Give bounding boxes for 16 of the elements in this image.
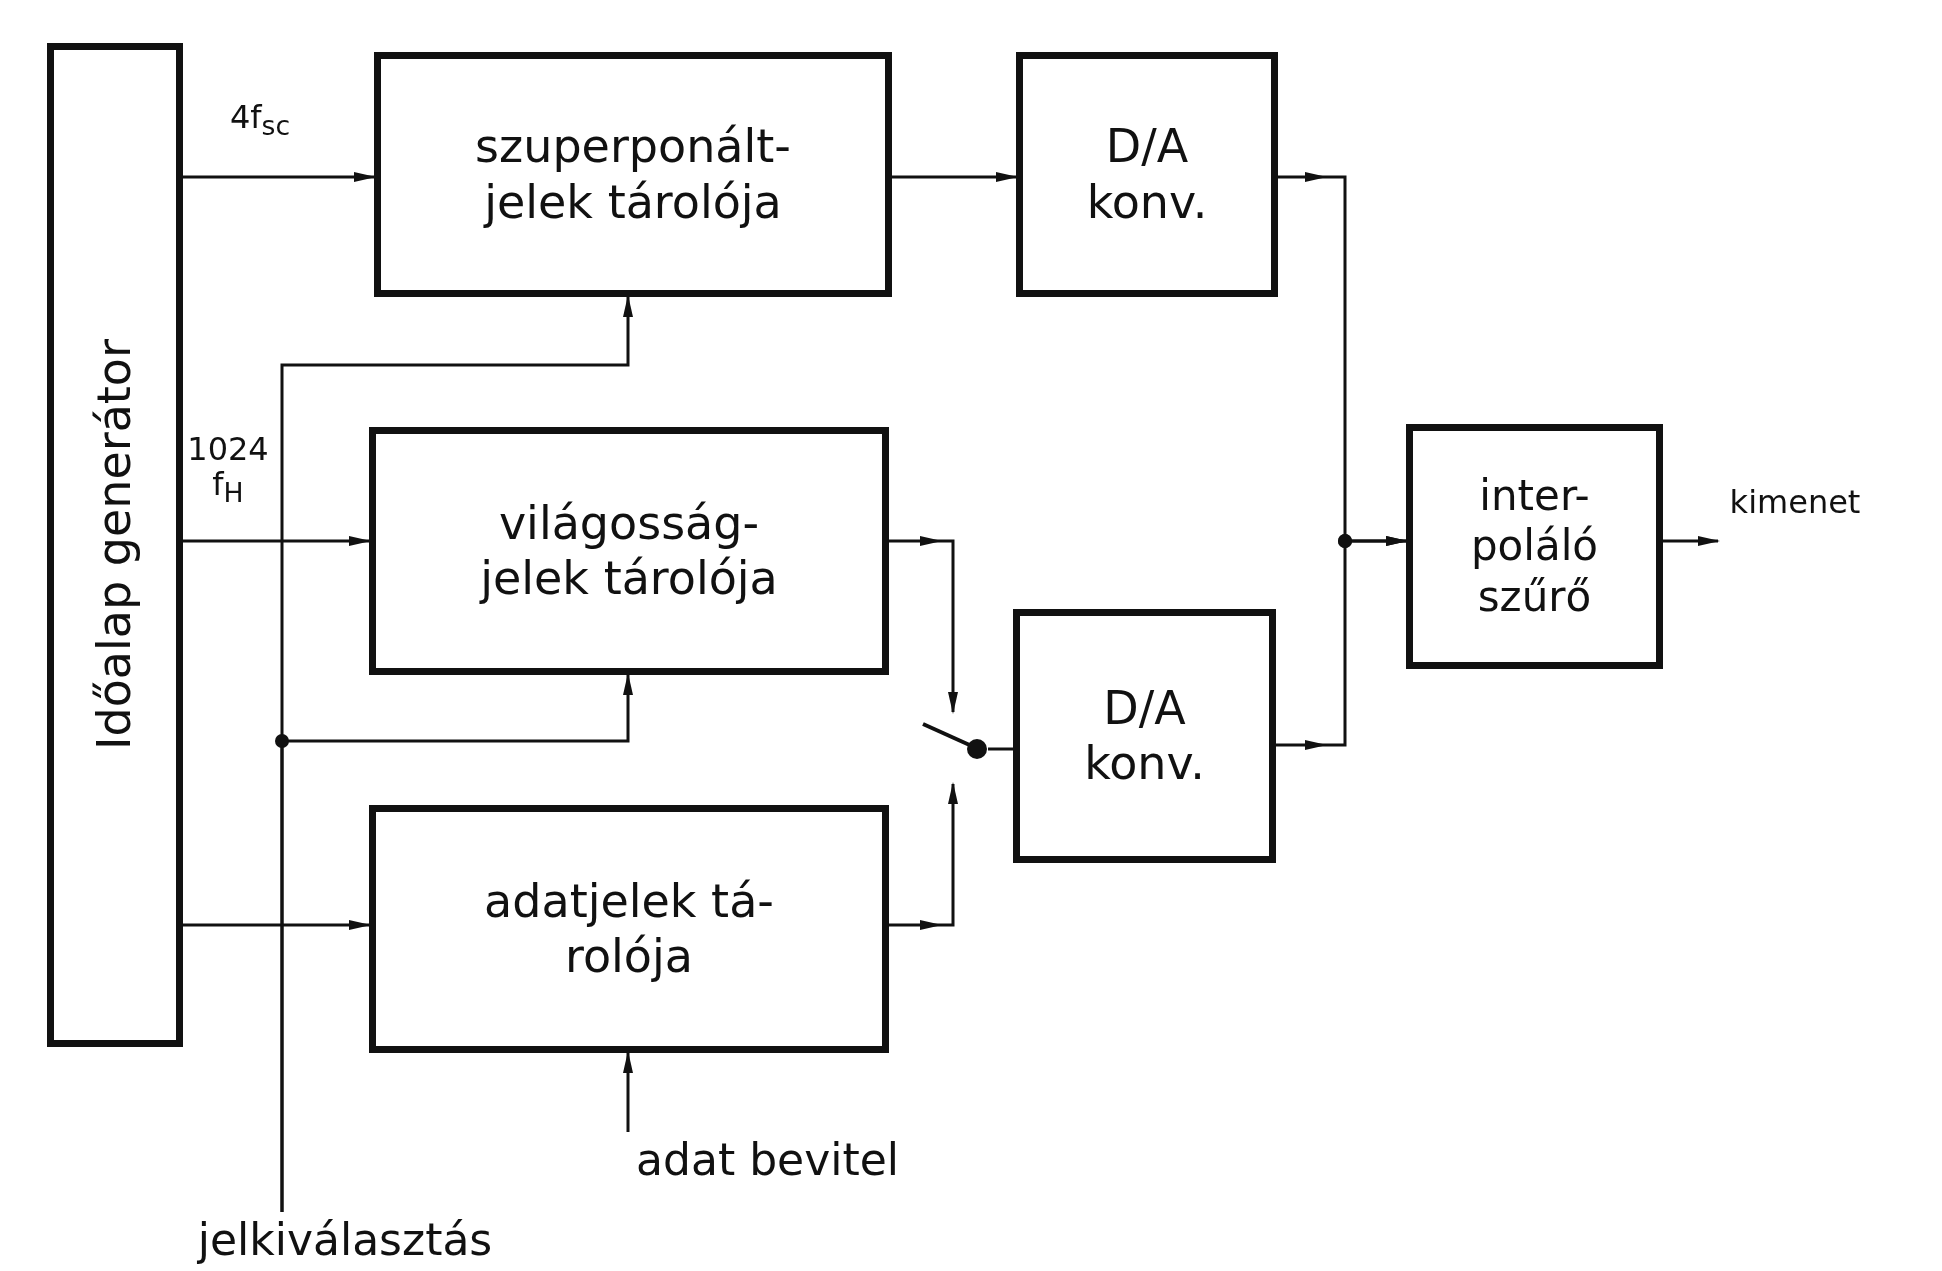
- process-box: [369, 427, 889, 675]
- block-label: adatjelek tá- rolója: [483, 873, 775, 985]
- block-label: D/A konv.: [1083, 680, 1206, 792]
- block-label: világosság- jelek tárolója: [478, 495, 779, 607]
- process-box: [374, 52, 892, 297]
- process-box: [1016, 52, 1278, 297]
- input-label: adat bevitel: [636, 1133, 899, 1187]
- process-box: [369, 805, 889, 1053]
- block-label: Időalap generátor: [87, 339, 143, 751]
- process-box: [1013, 609, 1276, 863]
- block-label: inter- poláló szűrő: [1469, 470, 1600, 623]
- process-box: [1406, 424, 1663, 669]
- input-label: jelkiválasztás: [197, 1213, 493, 1267]
- block-label: szuperponált- jelek tárolója: [474, 119, 792, 230]
- block-label: D/A konv.: [1085, 119, 1209, 230]
- generator-block: [47, 43, 183, 1047]
